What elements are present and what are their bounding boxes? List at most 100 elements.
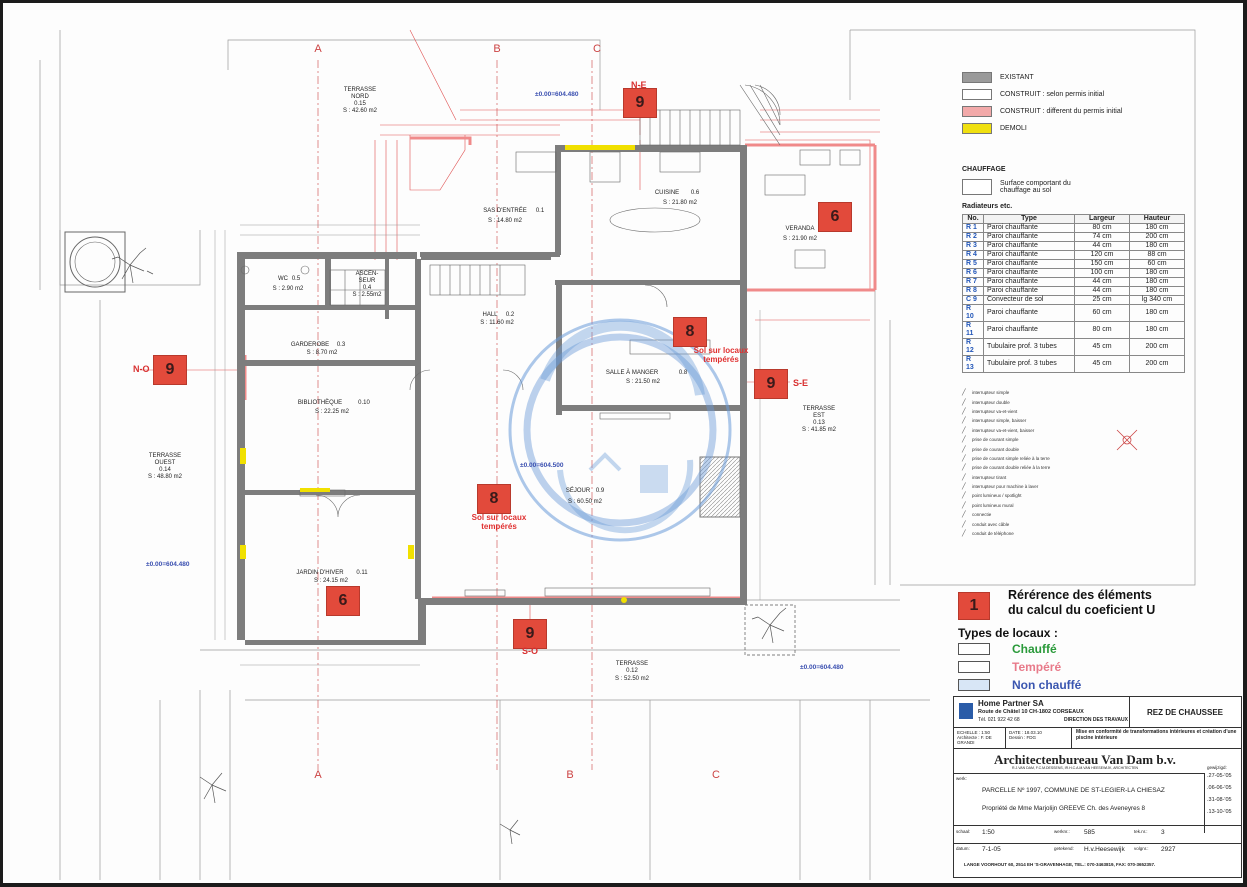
rad-hauteur: 180 cm [1129, 321, 1185, 339]
compass-icon [1116, 429, 1138, 451]
furniture [240, 149, 861, 597]
room-sejour-name: SÉJOUR [566, 487, 591, 494]
tb-teknr-label: tek.nr.: [1134, 829, 1148, 834]
room-ascenseur-name: ASCEN- [356, 271, 379, 277]
rad-no: R 3 [962, 241, 984, 251]
home-partner-logo-icon [959, 703, 973, 719]
rad-type: Paroi chauffante [983, 321, 1075, 339]
tb-echelle: ECHELLE : 1:50 [957, 730, 991, 735]
tb-company-cell: Home Partner SA Route de Châtel 10 CH-18… [954, 697, 1130, 728]
rad-largeur: 150 cm [1074, 259, 1130, 269]
room-terrasse-sud-name: TERRASSE [616, 661, 648, 667]
tb-meta-cell: schaal: 1:50 werknr.: 585 tek.nr.: 3 dat… [954, 825, 1241, 862]
room-biblio-area: S : 22.25 m2 [315, 409, 350, 415]
symbol-glyph-icon: ╱ [962, 427, 966, 434]
symbol-glyph-icon: ╱ [962, 418, 966, 425]
rad-type: Paroi chauffante [983, 277, 1075, 287]
tb-bureau-sub: R.J.VAN DAM, F.C.M.DESSENS, IR.H.C.A.M.V… [1012, 766, 1139, 770]
level-left: ±0.00=604.480 [146, 561, 190, 568]
legend-swatch [962, 123, 992, 134]
room-terrasse-est-num: 0.13 [813, 420, 825, 426]
symbol-row: ╱conduit avec câble [962, 519, 1050, 528]
demolished [240, 145, 635, 603]
rad-no: R 6 [962, 268, 984, 278]
room-garderobe-num: 0.3 [337, 342, 346, 348]
symbol-label: interrupteur double [972, 399, 1010, 405]
room-hall-name: HALL [482, 312, 498, 318]
section-lines [317, 60, 593, 770]
symbol-glyph-icon: ╱ [962, 493, 966, 500]
tb-werknr: 585 [1084, 829, 1095, 836]
ref-badge-8-sejour: 8 [477, 484, 511, 514]
room-garderobe-area: S : 8.70 m2 [307, 350, 338, 356]
room-jardin-area: S : 24.15 m2 [314, 578, 349, 584]
tb-gewijzigd-label: gewijzigd: [1207, 765, 1227, 770]
rad-no: R 1 [962, 223, 984, 233]
symbol-row: ╱ interrupteur double [962, 397, 1050, 406]
tb-gewijzigd-cell: gewijzigd: .27-05-'05 .06-06-'05 .31-08-… [1204, 765, 1241, 833]
label-sol-sejour: Sol sur locaux tempérés [471, 513, 527, 531]
room-cuisine-area: S : 21.80 m2 [663, 200, 698, 206]
rad-largeur: 44 cm [1074, 277, 1130, 287]
symbol-label: interrupteur simple [972, 390, 1010, 396]
type-label: Tempéré [1012, 660, 1062, 674]
room-terrasse-est-name: TERRASSE [803, 406, 835, 412]
section-marks: A B C A B C [314, 43, 720, 781]
label-sol-manger: Sol sur locaux tempérés [693, 346, 749, 364]
room-terrasse-ouest-name: TERRASSE [149, 453, 181, 459]
legend-swatch [962, 89, 992, 100]
legend-label: CONSTRUIT : different du permis initial [1000, 108, 1123, 115]
rad-no: R 4 [962, 250, 984, 260]
room-wc-area: S : 2.90 m2 [273, 286, 304, 292]
room-ascenseur-num: 0.4 [363, 285, 372, 291]
room-terrasse-est-area: S : 41.85 m2 [802, 427, 837, 433]
room-wc-num: 0.5 [292, 276, 301, 282]
rad-type: Paroi chauffante [983, 241, 1075, 251]
rad-hauteur: 88 cm [1129, 250, 1185, 260]
rad-col-hauteur: Hauteur [1129, 214, 1185, 224]
section-mark-c-bottom: C [712, 769, 720, 781]
tb-direction: DIRECTION DES TRAVAUX [1064, 717, 1128, 723]
orient-so: S-O [522, 646, 539, 656]
symbol-label: interrupteur simple, baisser [972, 418, 1027, 424]
symbol-row: ╱ interrupteur va-et-vient, baisser [962, 426, 1050, 435]
symbol-label: conduit de téléphone [972, 531, 1014, 537]
types-title: Types de locaux : [958, 626, 1058, 640]
orient-se: S-E [793, 378, 809, 388]
symbol-glyph-icon: ╱ [962, 399, 966, 406]
type-non-chauffe: Non chauffé [958, 676, 1208, 694]
rad-largeur: 120 cm [1074, 250, 1130, 260]
red-construction [140, 29, 880, 645]
tb-parcelle: PARCELLE Nº 1997, COMMUNE DE ST-LEGIER-L… [982, 787, 1165, 794]
rad-type: Paroi chauffante [983, 223, 1075, 233]
symbol-row: ╱prise de courant simple reliée à la ter… [962, 454, 1050, 463]
room-salle-name: SALLE À MANGER [606, 369, 659, 376]
level-bottom-right: ±0.00=604.480 [800, 664, 844, 671]
ref-badge-9-ne: 9 [623, 88, 657, 118]
chauffage-row: Surface comportant du chauffage au sol [962, 179, 1192, 195]
reference-block: 1 Rérérence des éléments du calcul du co… [958, 588, 1208, 694]
room-labels: TERRASSE NORD 0.15 S : 42.60 m2 SAS D'EN… [148, 87, 837, 682]
tb-bureau-cell: Architectenbureau Van Dam b.v. R.J.VAN D… [954, 749, 1204, 774]
tb-dessin: Dessin : FDG [1009, 735, 1037, 740]
hot-tub [64, 231, 126, 293]
rad-largeur: 60 cm [1074, 304, 1130, 322]
symbol-label: interrupteur va-et-vient, baisser [972, 427, 1035, 433]
room-terrasse-ouest-num: 0.14 [159, 467, 171, 473]
rad-largeur: 45 cm [1074, 355, 1130, 373]
tb-propriete: Propriété de Mme Marjolijn GREEVE Ch. de… [982, 805, 1145, 812]
symbol-glyph-icon: ╱ [962, 446, 966, 453]
tb-werknr-label: werknr.: [1054, 829, 1070, 834]
symbol-label: prise de courant simple reliée à la terr… [972, 455, 1050, 461]
heating-watermark [508, 318, 732, 542]
symbol-label: interrupteur pour machine à laver [972, 484, 1039, 490]
tb-echelle-cell: ECHELLE : 1:50 Architecte : F. DE GRANDI [954, 727, 1006, 749]
site-lines [39, 29, 1196, 880]
legend: EXISTANT CONSTRUIT : selon permis initia… [962, 70, 1192, 373]
symbol-glyph-icon: ╱ [962, 408, 966, 415]
tb-bureau: Architectenbureau Van Dam b.v. [994, 752, 1176, 767]
